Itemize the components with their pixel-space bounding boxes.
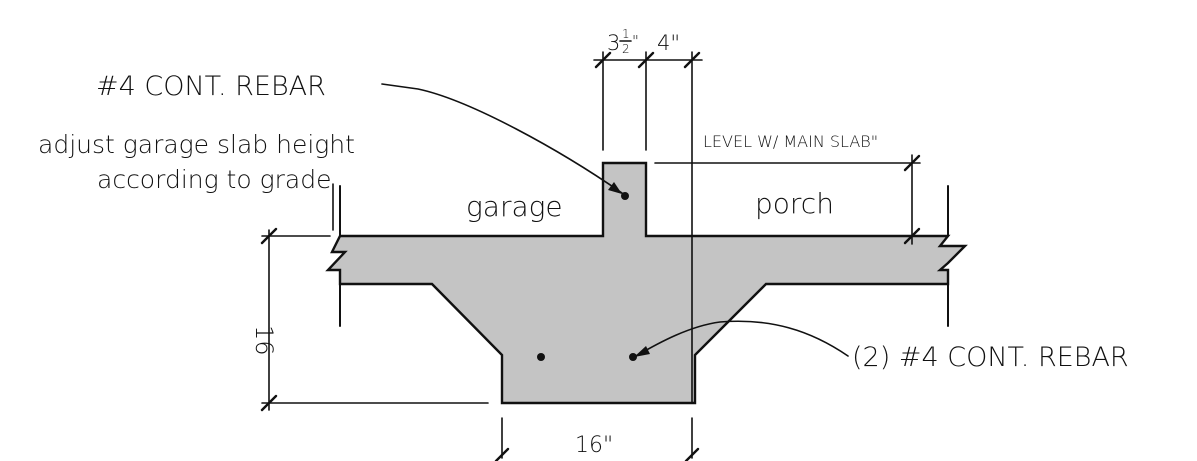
garage-label: garage [466,190,563,223]
dim-stem-unit: " [632,32,639,50]
dim-depth-ext [261,235,489,404]
leader-top-rebar-arrow [608,182,622,194]
dim-width-ext [501,417,693,459]
note-line-1: adjust garage slab height [38,130,355,159]
bottom-rebar-label: (2) #4 CONT. REBAR [852,342,1129,373]
dim-stem-whole: 3 [607,31,620,55]
concrete-section [325,161,968,405]
dim-top-ticks [594,51,701,69]
note-line-2: according to grade [97,165,331,194]
leader-bottom-rebar [635,320,849,357]
leader-top-rebar [381,83,623,194]
rebar-bottom-right [629,353,637,361]
level-note: LEVEL W/ MAIN SLAB" [703,132,878,151]
dim-stem-num: 1 [622,27,630,41]
dim-offset: 4" [657,31,680,55]
dim-level-ticks [903,154,921,245]
dim-stem-den: 2 [622,42,630,56]
leader-bottom-rebar-arrow [634,346,650,357]
dim-depth-ticks [260,227,278,412]
dim-footing-depth: 16 [250,325,278,356]
dim-top-ext [602,51,693,404]
rebar-bottom-left [537,353,545,361]
top-rebar-label: #4 CONT. REBAR [96,71,326,102]
porch-label: porch [755,187,834,220]
dim-footing-width: 16" [575,433,613,458]
dim-width-ticks [494,447,700,461]
rebar-top [621,192,629,200]
